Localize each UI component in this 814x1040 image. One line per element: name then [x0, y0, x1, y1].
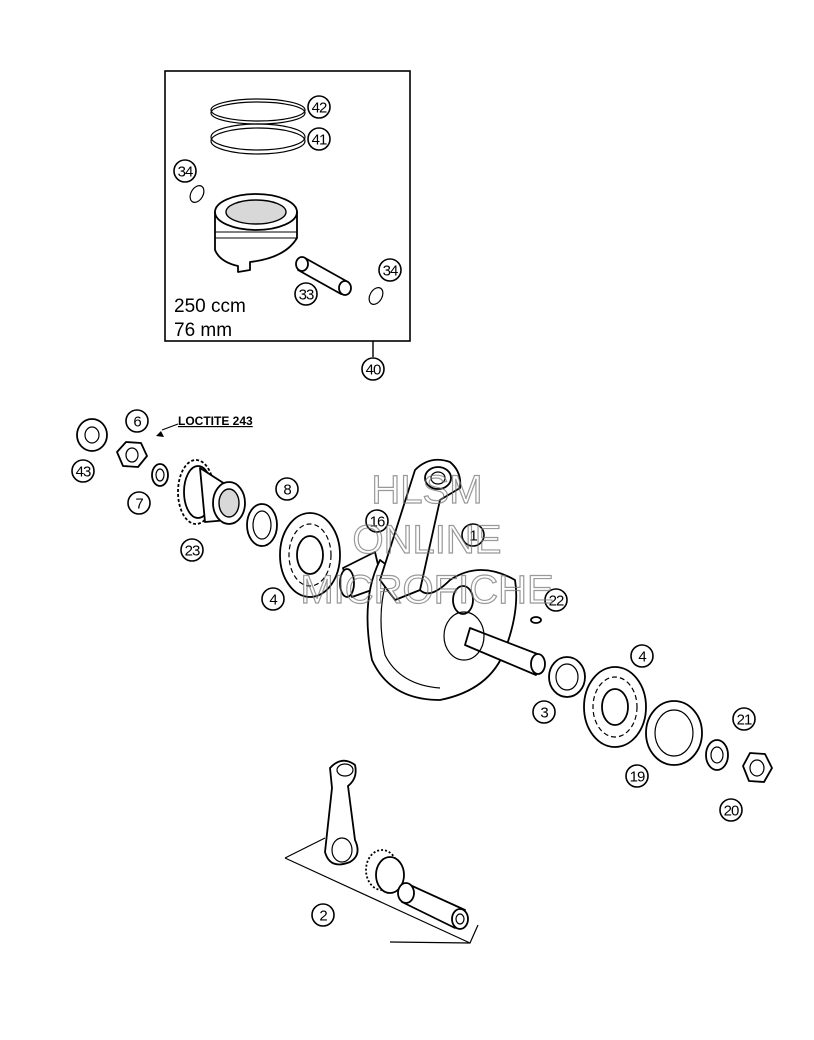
- displacement-text: 250 ccm: [174, 296, 246, 317]
- loctite-pin: [156, 431, 164, 437]
- callout-43: 43: [71, 459, 95, 483]
- svg-text:7: 7: [135, 496, 143, 513]
- callout-1: 1: [461, 523, 485, 547]
- watermark-line-3: MICROFICHE: [300, 568, 553, 612]
- callout-33: 33: [294, 282, 318, 306]
- shaft-seal-8: [246, 503, 278, 547]
- crankshaft-assembly-1: [339, 458, 546, 701]
- woodruff-key-22: [530, 616, 542, 624]
- lock-washer-7: [151, 463, 169, 487]
- svg-text:4: 4: [638, 649, 646, 666]
- callout-21: 21: [732, 707, 756, 731]
- svg-text:33: 33: [299, 287, 314, 304]
- callout-3: 3: [532, 700, 556, 724]
- svg-text:34: 34: [383, 263, 398, 280]
- watermark-line-2: ONLINE: [353, 518, 502, 562]
- callout-20: 20: [719, 798, 743, 822]
- svg-text:2: 2: [319, 908, 327, 925]
- nut-20: [742, 752, 773, 783]
- callout-34-right: 34: [378, 258, 402, 282]
- bore-text: 76 mm: [174, 320, 232, 341]
- watermark: HLSM ONLINE MICROFICHE: [300, 467, 555, 612]
- piston-ring-41: [210, 123, 306, 155]
- shaft-seal-19: [645, 700, 703, 766]
- svg-text:23: 23: [185, 543, 200, 560]
- callout-23: 23: [180, 538, 204, 562]
- main-bearing-4-left: [279, 512, 341, 598]
- callout-41: 41: [307, 127, 331, 151]
- svg-text:40: 40: [366, 362, 381, 379]
- washer-21: [705, 739, 729, 771]
- callout-34-left: 34: [173, 159, 197, 183]
- callout-4-left: 4: [261, 587, 285, 611]
- callout-16: 16: [365, 509, 389, 533]
- callout-42: 42: [307, 95, 331, 119]
- svg-text:41: 41: [312, 132, 327, 149]
- nut-6: [116, 441, 148, 468]
- callout-19: 19: [625, 764, 649, 788]
- piston: [214, 193, 298, 273]
- callout-8: 8: [275, 477, 299, 501]
- needle-bearing: [365, 849, 405, 894]
- svg-text:43: 43: [76, 464, 91, 481]
- shim-3: [548, 656, 586, 698]
- svg-text:6: 6: [133, 414, 141, 431]
- svg-text:19: 19: [630, 769, 645, 786]
- conrod-kit-2: [284, 759, 479, 944]
- svg-text:16: 16: [370, 514, 385, 531]
- callout-40: 40: [361, 357, 385, 381]
- watermark-line-1: HLSM: [371, 468, 482, 512]
- callout-2: 2: [311, 903, 335, 927]
- svg-text:3: 3: [540, 705, 548, 722]
- callout-4-right: 4: [630, 644, 654, 668]
- crank-pin: [397, 882, 469, 930]
- circlip-34-right: [368, 287, 384, 305]
- svg-text:8: 8: [283, 482, 291, 499]
- primary-gear-23: [177, 459, 246, 525]
- svg-text:1: 1: [469, 528, 477, 545]
- main-bearing-4-right: [583, 666, 647, 748]
- svg-text:21: 21: [737, 712, 752, 729]
- svg-text:4: 4: [269, 592, 277, 609]
- svg-text:34: 34: [178, 164, 193, 181]
- svg-text:42: 42: [312, 100, 327, 117]
- callout-7: 7: [127, 491, 151, 515]
- callout-6: 6: [125, 409, 149, 433]
- svg-text:20: 20: [724, 803, 739, 820]
- washer-43: [76, 418, 108, 452]
- wrist-pin-33: [295, 256, 352, 296]
- piston-ring-42: [210, 98, 306, 125]
- piston-kit-box: 250 ccm 76 mm: [164, 70, 411, 357]
- circlip-34-left: [189, 185, 205, 203]
- loctite-label: LOCTITE 243: [178, 414, 253, 428]
- callout-22: 22: [544, 588, 568, 612]
- svg-text:22: 22: [549, 593, 564, 610]
